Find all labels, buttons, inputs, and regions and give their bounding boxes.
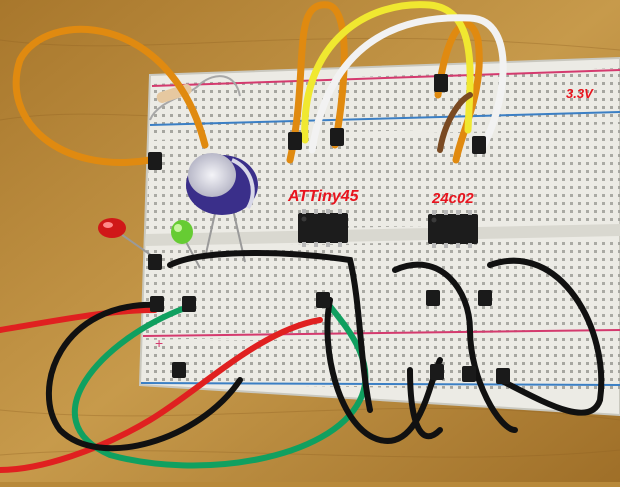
capacitor [186, 153, 258, 263]
red-wire [0, 307, 323, 473]
voltage-label: 3.3V [566, 86, 593, 101]
black-wire-3 [324, 297, 443, 444]
orange-wire-top [286, 1, 348, 164]
svg-text:+: + [155, 335, 163, 351]
black-wire-5 [487, 257, 605, 416]
24c02-chip [428, 210, 478, 248]
yellow-wire [301, 1, 474, 144]
black-wire-2 [167, 250, 373, 413]
24c02-label: 24c02 [432, 190, 474, 207]
wires [0, 1, 605, 473]
attiny45-chip [298, 209, 348, 247]
wire-plugs [148, 74, 510, 384]
brown-wire [437, 92, 473, 153]
black-wire-4 [392, 261, 518, 433]
orange-wire-left [12, 25, 209, 166]
white-wire [308, 14, 507, 156]
black-wire-1 [45, 301, 243, 452]
green-led [171, 220, 201, 269]
red-led [98, 218, 156, 259]
attiny45-label: ATTiny45 [288, 188, 359, 205]
black-wire-6 [407, 367, 443, 440]
breadboard: + [138, 56, 620, 417]
